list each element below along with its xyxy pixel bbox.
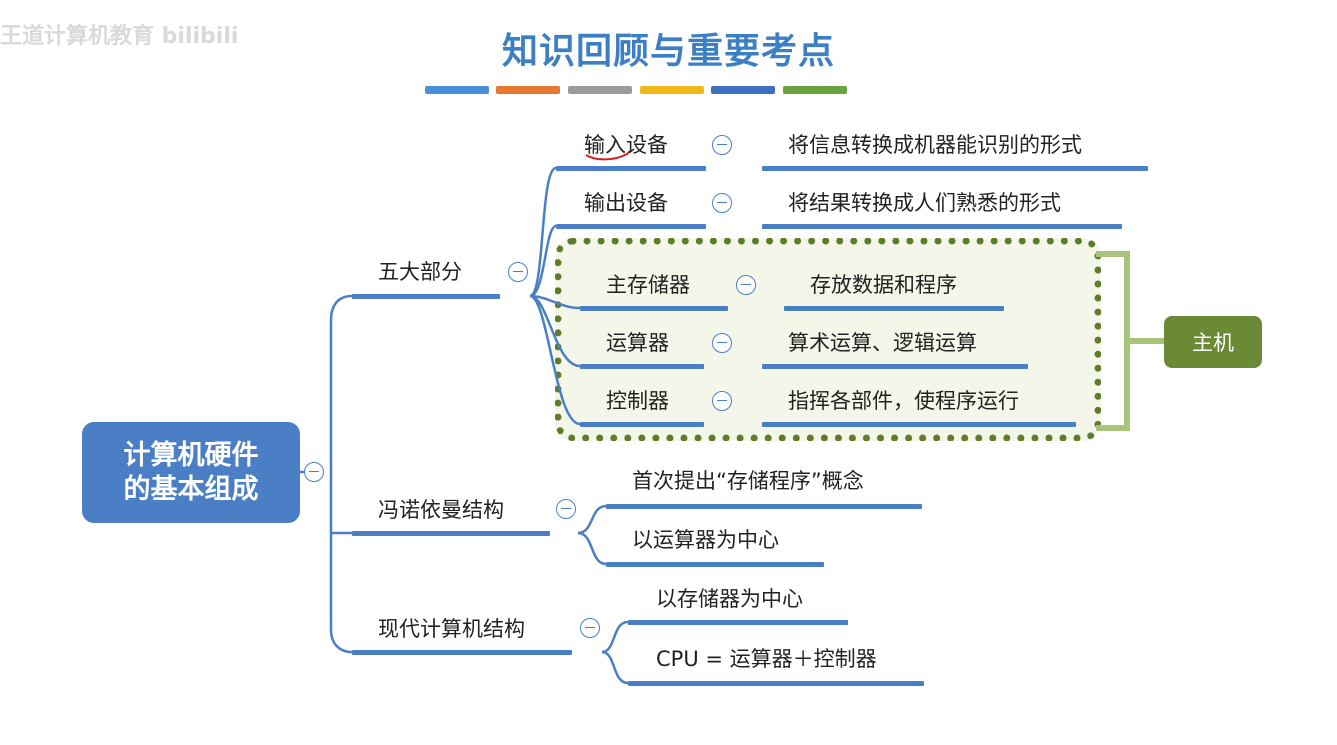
branch-five-parts-label: 五大部分 [378,260,462,284]
output-device-collapse-icon[interactable] [712,193,732,213]
desc-output-device-underline [762,224,1122,229]
modern-item-2-underline [628,681,924,686]
von-neumann-collapse-icon[interactable] [556,499,576,519]
node-main-memory-underline [580,306,728,311]
von-neumann-item-1: 首次提出“存储程序”概念 [632,469,864,493]
root-collapse-icon[interactable] [304,462,324,482]
branch-von-neumann-label: 冯诺依曼结构 [378,498,504,522]
desc-main-memory: 存放数据和程序 [810,273,957,297]
node-output-device: 输出设备 [584,191,668,215]
node-alu: 运算器 [606,331,669,355]
branch-modern-label: 现代计算机结构 [378,617,525,641]
watermark: 王道计算机教育 bilibili [0,24,239,49]
input-device-collapse-icon[interactable] [712,135,732,155]
red-annotation-underline [585,150,631,161]
modern-item-2: CPU = 运算器＋控制器 [656,647,877,671]
page-title: 知识回顾与重要考点 [501,31,835,72]
five-parts-collapse-icon[interactable] [508,262,528,282]
title-color-bar-5 [711,86,775,94]
von-neumann-item-2: 以运算器为中心 [632,528,779,552]
title-color-bar-2 [496,86,560,94]
main-memory-collapse-icon[interactable] [736,275,756,295]
controller-collapse-icon[interactable] [712,391,732,411]
title-color-bar-6 [783,86,847,94]
desc-input-device-underline [762,166,1148,171]
node-input-device-underline [556,166,706,171]
von-neumann-item-1-underline [606,504,922,509]
root-node[interactable]: 计算机硬件 的基本组成 [82,422,300,523]
node-controller: 控制器 [606,389,669,413]
node-controller-underline [580,422,704,427]
title-color-bar-1 [425,86,489,94]
node-alu-underline [580,364,704,369]
modern-item-1: 以存储器为中心 [656,587,803,611]
branch-modern-underline [352,650,572,655]
root-line-2: 的基本组成 [123,473,259,505]
node-main-memory: 主存储器 [606,273,690,297]
host-label: 主机 [1164,316,1262,368]
title-color-bar-4 [640,86,704,94]
desc-output-device: 将结果转换成人们熟悉的形式 [788,191,1061,215]
modern-item-1-underline [628,620,848,625]
desc-controller-underline [762,422,1076,427]
node-output-device-underline [556,224,706,229]
node-input-device: 输入设备 [584,133,668,157]
root-line-1: 计算机硬件 [123,439,259,471]
von-neumann-item-2-underline [606,562,824,567]
host-group-box [555,238,1101,441]
branch-von-neumann-underline [352,531,550,536]
host-bracket [1096,251,1130,431]
branch-five-parts-underline [352,294,500,299]
alu-collapse-icon[interactable] [712,333,732,353]
desc-controller: 指挥各部件，使程序运行 [788,389,1019,413]
title-color-bar-3 [568,86,632,94]
desc-main-memory-underline [784,306,1004,311]
desc-input-device: 将信息转换成机器能识别的形式 [788,133,1082,157]
desc-alu-underline [762,364,1028,369]
desc-alu: 算术运算、逻辑运算 [788,331,977,355]
host-bracket-tick [1128,338,1164,344]
modern-collapse-icon[interactable] [580,618,600,638]
